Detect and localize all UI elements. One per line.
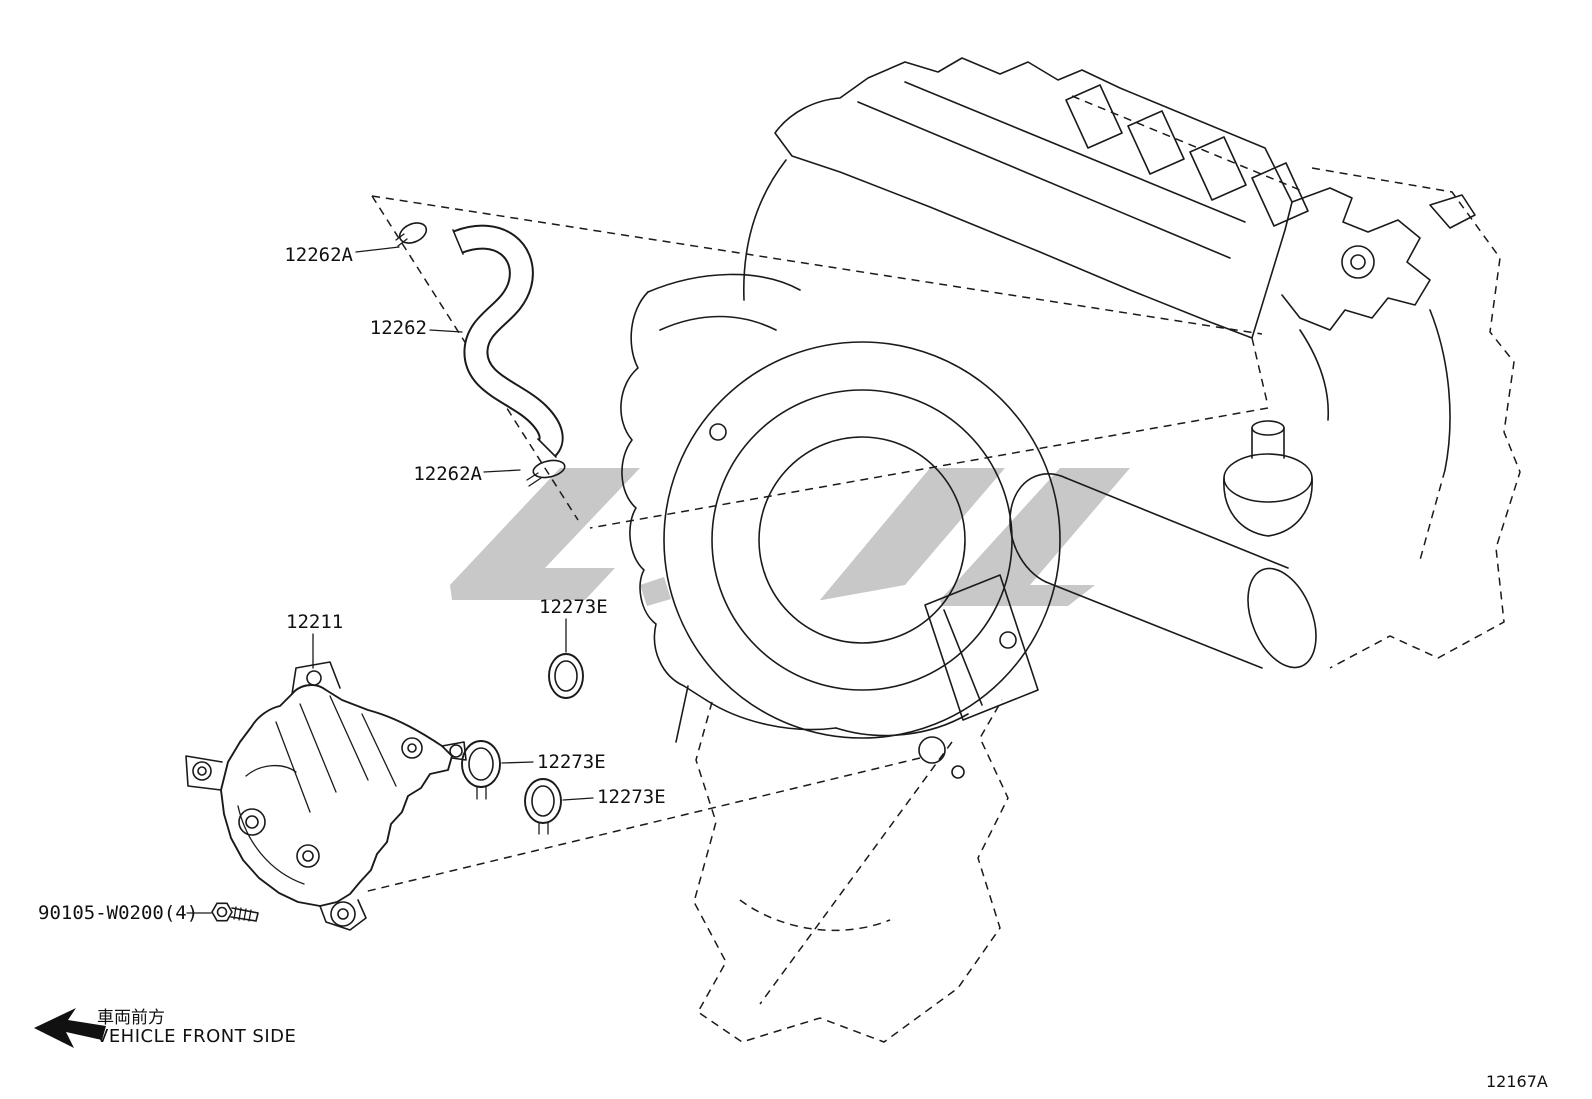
seal-lower-part: [524, 778, 562, 835]
bolt-part: [211, 902, 259, 922]
callout-ventilation-case: 12211: [286, 611, 344, 633]
callout-seal-upper: 12273E: [539, 596, 608, 618]
callout-ventilation-hose: 12262: [369, 317, 427, 339]
watermark: [450, 468, 1130, 606]
callout-bolt: 90105-W0200(4): [38, 902, 199, 924]
seal-middle-part: [461, 740, 501, 800]
hose-clamp-lower-part: [526, 459, 566, 487]
leader-lines: [186, 246, 594, 914]
callout-seal-lower: 12273E: [597, 786, 666, 808]
vehicle-front-label-en: VEHICLE FRONT SIDE: [96, 1026, 297, 1047]
seal-upper-part: [548, 653, 584, 699]
figure-code: 12167A: [1486, 1072, 1548, 1091]
hose-clamp-upper-part: [395, 222, 428, 247]
ventilation-hose-part: [452, 224, 564, 458]
vehicle-front-label-jp: 車両前方: [97, 1008, 165, 1028]
callout-seal-middle: 12273E: [537, 751, 606, 773]
vehicle-front-arrow-icon: [34, 1008, 106, 1048]
engine-hidden-lines: [363, 95, 1521, 1043]
callout-hose-clamp-upper: 12262A: [284, 244, 353, 266]
callout-hose-clamp-lower: 12262A: [413, 463, 482, 485]
ventilation-case-part: [185, 661, 467, 931]
engine-outline: [620, 57, 1476, 779]
